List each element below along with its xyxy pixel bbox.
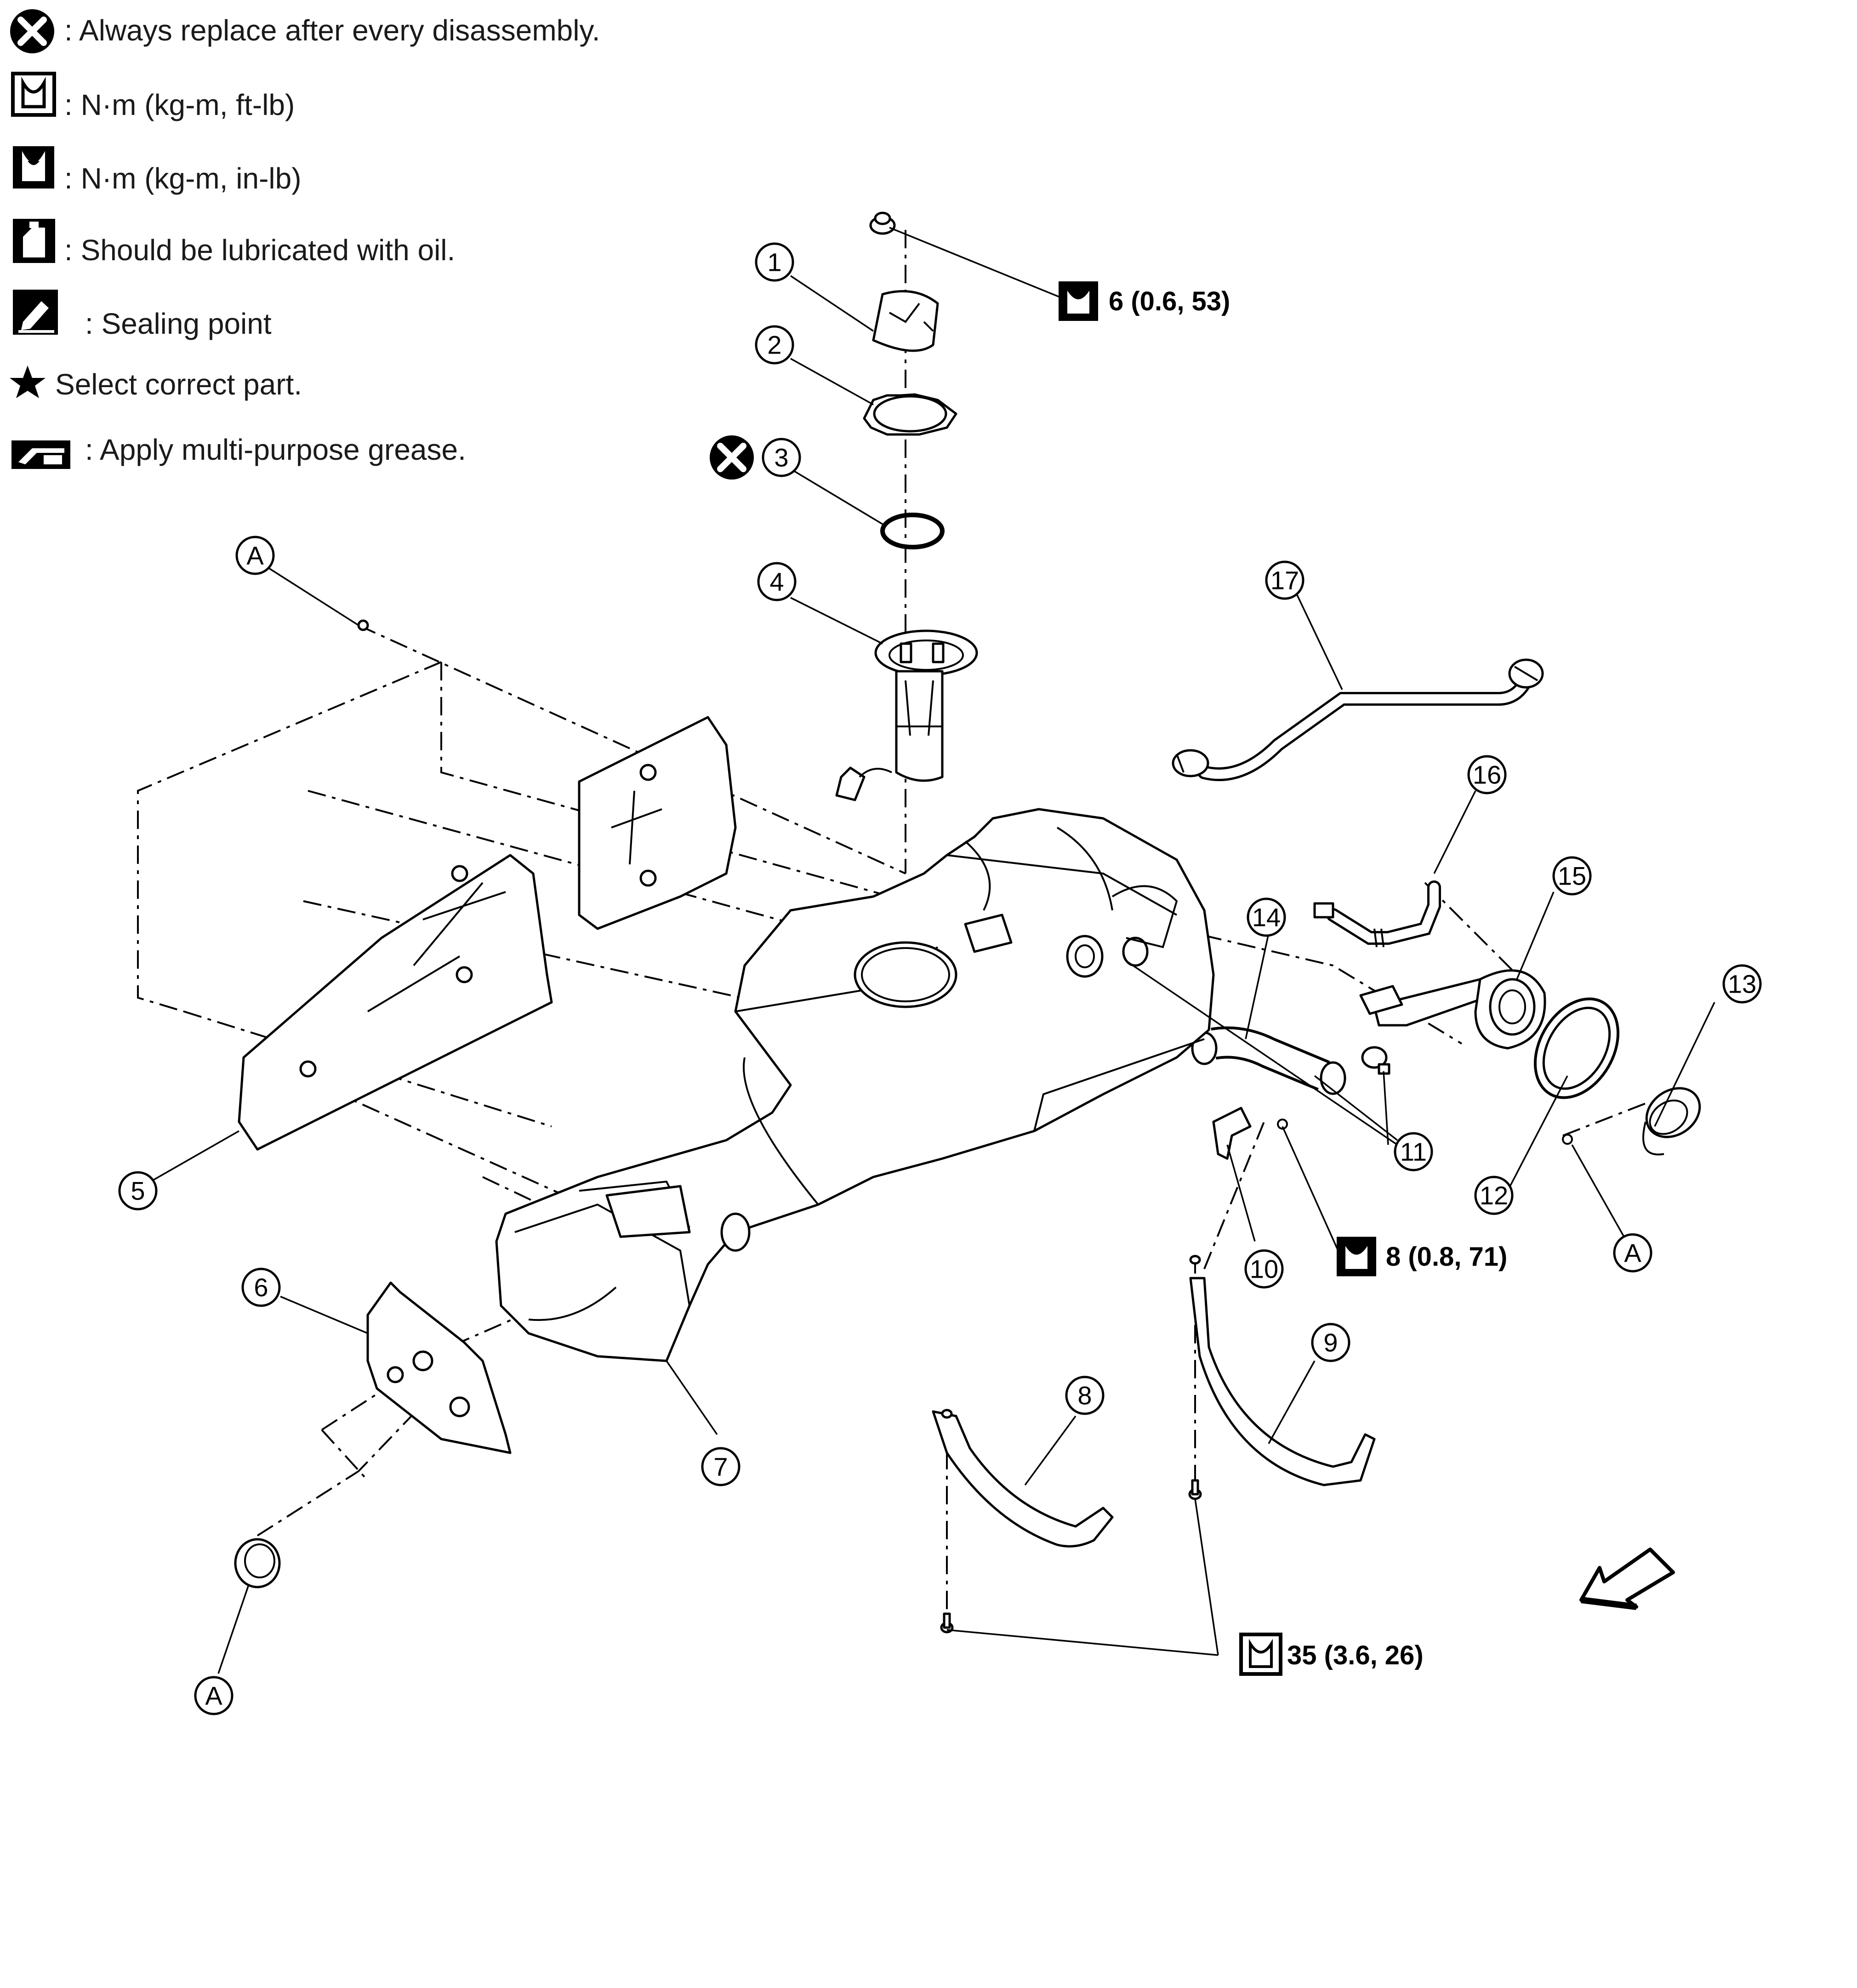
callout-4: 4: [757, 562, 797, 601]
grease-icon: [11, 440, 70, 469]
callout-3: 3: [762, 438, 801, 477]
svg-text:35 (3.6, 26): 35 (3.6, 26): [1287, 1640, 1424, 1670]
star-icon: [10, 366, 46, 398]
svg-text:A: A: [246, 541, 264, 570]
callout-7: 7: [701, 1447, 741, 1486]
legend-grease-text: : Apply multi-purpose grease.: [85, 433, 466, 466]
svg-text:3: 3: [774, 443, 788, 472]
legend-oil-text: : Should be lubricated with oil.: [64, 234, 455, 267]
torque-label-strap-bolt: 35 (3.6, 26): [1239, 1633, 1424, 1676]
callout-16: 16: [1467, 755, 1507, 794]
legend: : Always replace after every disassembly…: [10, 9, 600, 469]
part-8-tank-strap: [932, 1410, 1114, 1548]
legend-select-text: Select correct part.: [55, 368, 302, 401]
part-16-vent-hose: [1313, 880, 1441, 948]
part-4-fuel-pump: [835, 629, 978, 801]
svg-text:16: 16: [1473, 760, 1501, 789]
callout-1: 1: [755, 242, 794, 282]
callout-17: 17: [1265, 560, 1304, 600]
x-circle-icon: [710, 435, 754, 480]
x-circle-icon: [10, 9, 54, 53]
svg-text:A: A: [205, 1681, 222, 1710]
callout-5: 5: [118, 1171, 158, 1211]
callout-14: 14: [1247, 897, 1286, 937]
svg-text:1: 1: [767, 248, 781, 277]
svg-text:15: 15: [1558, 862, 1586, 891]
svg-text:13: 13: [1728, 970, 1756, 999]
front-arrow-icon: [1579, 1548, 1675, 1610]
strap-bolts: [940, 1255, 1202, 1634]
part-2-lock-ring: [863, 393, 957, 436]
svg-text:8 (0.8, 71): 8 (0.8, 71): [1386, 1242, 1507, 1272]
part-6-heat-shield: [366, 1281, 512, 1454]
svg-text:7: 7: [713, 1452, 728, 1481]
part-17-evap-tube: [1172, 658, 1544, 781]
legend-replace-text: : Always replace after every disassembly…: [64, 14, 600, 47]
svg-text:14: 14: [1252, 903, 1281, 932]
svg-text:4: 4: [769, 567, 784, 596]
legend-sealing-text: : Sealing point: [85, 307, 272, 340]
part-1-nut: [869, 211, 896, 235]
part-10-bracket: [1212, 1107, 1288, 1160]
legend-torque-inlb-text: : N·m (kg-m, in-lb): [64, 162, 302, 195]
part-7-fuel-tank: [495, 808, 1215, 1362]
callout-10: 10: [1244, 1249, 1284, 1289]
callout-9: 9: [1311, 1323, 1350, 1362]
svg-text:6 (0.6, 53): 6 (0.6, 53): [1109, 286, 1230, 316]
part-5-heat-shields: [238, 716, 737, 1151]
svg-text:17: 17: [1270, 566, 1299, 595]
svg-text:2: 2: [767, 331, 781, 360]
part-3-o-ring: [880, 513, 945, 549]
callout-13: 13: [1722, 964, 1762, 1004]
grommet-a: [234, 619, 369, 1588]
part-12-filler-gasket: [1533, 997, 1620, 1099]
svg-text:10: 10: [1250, 1255, 1278, 1284]
legend-torque-ftlb-text: : N·m (kg-m, ft-lb): [64, 88, 295, 121]
callout-a-2: A: [1613, 1233, 1652, 1273]
sealing-point-icon: [13, 290, 58, 335]
leader-lines: [142, 227, 1715, 1674]
svg-text:A: A: [1624, 1239, 1641, 1268]
callout-6: 6: [241, 1268, 281, 1307]
torque-label-pump-nut: 6 (0.6, 53): [1059, 281, 1230, 321]
svg-text:11: 11: [1400, 1137, 1427, 1166]
svg-text:5: 5: [131, 1177, 145, 1205]
callout-11: 11: [1394, 1132, 1433, 1171]
torque-wrench-ft-lb-icon: [11, 72, 56, 117]
part-9-tank-strap: [1189, 1277, 1376, 1486]
svg-text:6: 6: [254, 1273, 268, 1302]
part-1-pump-cover: [872, 290, 939, 352]
callout-a-1: A: [235, 536, 275, 575]
callout-a-3: A: [194, 1676, 234, 1715]
callout-15: 15: [1552, 856, 1592, 896]
svg-text:8: 8: [1077, 1381, 1092, 1410]
part-11-hose-clamps: [1361, 1046, 1390, 1075]
callout-2: 2: [755, 325, 794, 365]
callout-12: 12: [1474, 1176, 1514, 1215]
part-13-fuel-cap: [1562, 1087, 1701, 1156]
svg-text:12: 12: [1480, 1181, 1508, 1210]
part-15-filler-tube: [1359, 969, 1546, 1050]
torque-label-bracket-bolt: 8 (0.8, 71): [1337, 1237, 1507, 1276]
torque-wrench-in-lb-icon: [13, 146, 54, 189]
assembly-lines: [137, 230, 1646, 1618]
part-14-filler-hose: [1191, 1026, 1346, 1095]
oil-can-icon: [13, 219, 55, 263]
svg-text:9: 9: [1323, 1328, 1338, 1357]
callout-8: 8: [1065, 1376, 1105, 1415]
